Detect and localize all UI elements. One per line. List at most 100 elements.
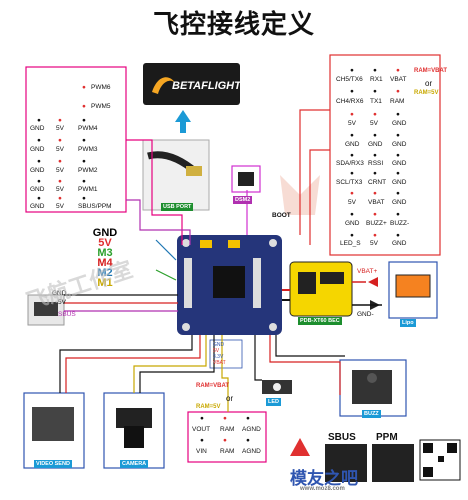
buzz-tag: BUZZ	[362, 410, 381, 418]
legend-5v: 5V	[98, 237, 112, 249]
pin-label: SDA/RX3	[336, 160, 364, 167]
pwm-5v-label: 5V	[56, 167, 64, 174]
left-gnd-label: GND	[52, 290, 67, 297]
video-send-tag: VIDEO SEND	[34, 460, 72, 468]
video-pin-label: AGND	[242, 426, 261, 433]
board-side-labels: GND 5V 3.3V VBAT	[210, 340, 242, 368]
right-panel-border	[329, 54, 441, 256]
video-pin-label: AGND	[242, 448, 261, 455]
ppm-bottom-label: PPM	[376, 432, 398, 443]
usb-plug-shape	[186, 166, 202, 176]
video-pin-label: RAM	[220, 448, 235, 455]
pwm-label: PWM5	[91, 103, 111, 110]
pwm-label: PWM3	[78, 146, 98, 153]
pin-label: GND	[392, 141, 407, 148]
pin-label: GND	[392, 120, 407, 127]
pin-label: VBAT	[368, 199, 385, 206]
lipo-tag: Lipo	[400, 319, 416, 327]
ram-5v-option: RAM=5V	[414, 90, 439, 96]
pin-label: 5V	[370, 240, 378, 247]
sbus-bottom-label: SBUS	[328, 432, 356, 443]
video-pin-label: RAM	[220, 426, 235, 433]
left-5v-label: 5V	[58, 299, 66, 306]
pin-label: GND	[368, 141, 383, 148]
site-watermark: 模友之吧	[290, 469, 358, 488]
pin-label: BUZZ-	[390, 220, 410, 227]
legend-gnd: GND	[92, 227, 118, 239]
betaflight-bird-icon	[152, 77, 176, 94]
pin-label: 5V	[348, 199, 356, 206]
pin-label: GND	[392, 160, 407, 167]
pin-label: GND	[392, 179, 407, 186]
mcu-chip	[213, 266, 245, 298]
video-transmitter-shape	[32, 407, 74, 441]
dsm2-tag: DSM2	[233, 196, 253, 204]
pwm-gnd-label: GND	[30, 203, 45, 210]
warning-icon	[290, 438, 310, 456]
pin-label: GND	[345, 141, 360, 148]
pin-label: GND	[392, 240, 407, 247]
up-arrow-icon	[175, 110, 191, 133]
side-label: GND	[213, 342, 225, 348]
pin-label: LED_S	[340, 240, 361, 247]
url-watermark: www.moz8.com	[300, 486, 345, 492]
legend-m1: M1	[97, 277, 113, 289]
pwm-label: SBUS/PPM	[78, 203, 112, 210]
or-bottom: or	[226, 394, 234, 403]
camera-tag: CAMERA	[120, 460, 149, 468]
lipo-battery-shape	[395, 274, 431, 298]
boot-label: BOOT	[272, 212, 291, 219]
sbus-board-shape	[325, 444, 367, 482]
pin-label: TX1	[370, 98, 382, 105]
ram-vbat-option: RAM=VBAT	[414, 68, 448, 74]
pdb-tag: PDB-XT60 BEC	[298, 317, 342, 325]
pin-label: CRNT	[368, 179, 387, 186]
pin-label: GND	[345, 220, 360, 227]
pin-label: CH4/RX6	[336, 98, 364, 105]
legend-m2: M2	[97, 267, 113, 279]
legend-m3: M3	[97, 247, 113, 259]
ppm-board-shape	[372, 444, 414, 482]
page-title: 飞控接线定义	[152, 10, 315, 40]
pwm-label: PWM4	[78, 125, 98, 132]
side-label: 3.3V	[213, 354, 224, 360]
pin-label: VBAT	[390, 76, 407, 83]
pwm-gnd-label: GND	[30, 167, 45, 174]
betaflight-logo-box	[143, 63, 240, 105]
video-panel-border	[187, 411, 267, 463]
pwm-5v-label: 5V	[56, 146, 64, 153]
video-pin-panel: ●●● VOUT RAM AGND ●●● VIN RAM AGND	[192, 415, 261, 455]
pwm-5v-label: 5V	[56, 125, 64, 132]
vbat-plus-label: VBAT+	[357, 268, 378, 275]
ram-vbat-bottom: RAM=VBAT	[196, 383, 230, 389]
led-tag: LED	[266, 398, 281, 406]
video-pin-label: VIN	[196, 448, 207, 455]
pwm-row-0: ● PWM6	[82, 84, 111, 91]
pwm-5v-label: 5V	[56, 186, 64, 193]
pin-label: 5V	[370, 120, 378, 127]
pwm-panel: ● PWM6 ● PWM5 ●●● GND 5V PWM4 ●●● GND 5V…	[26, 67, 126, 212]
pin-label: 5V	[348, 120, 356, 127]
pin-label: CH5/TX6	[336, 76, 363, 83]
side-label: 5V	[213, 348, 220, 354]
pwm-gnd-label: GND	[30, 125, 45, 132]
video-pin-label: VOUT	[192, 426, 211, 433]
pwm-gnd-label: GND	[30, 146, 45, 153]
legend-m4: M4	[97, 257, 113, 269]
pin-label: GND	[392, 199, 407, 206]
motor-legend: GND 5V M3 M4 M2 M1	[92, 227, 122, 292]
pwm-label: PWM6	[91, 84, 111, 91]
pin-label: RSSI	[368, 160, 384, 167]
side-label: VBAT	[213, 360, 226, 366]
pwm-panel-border	[25, 66, 127, 213]
pin-label: RAM	[390, 98, 405, 105]
pin-label: BUZZ+	[366, 220, 387, 227]
ram-5v-bottom: RAM=5V	[196, 404, 221, 410]
pwm-5v-label: 5V	[56, 203, 64, 210]
right-pin-panel: ●●● CH5/TX6 RX1 VBAT ●●● CH4/RX6 TX1 RAM…	[336, 67, 448, 247]
pwm-gnd-label: GND	[30, 186, 45, 193]
betaflight-logo-text: BETAFLIGHT	[172, 80, 241, 92]
camera-body-shape	[116, 408, 152, 428]
pwm-label: PWM2	[78, 167, 98, 174]
ram-or-label: or	[425, 79, 433, 88]
